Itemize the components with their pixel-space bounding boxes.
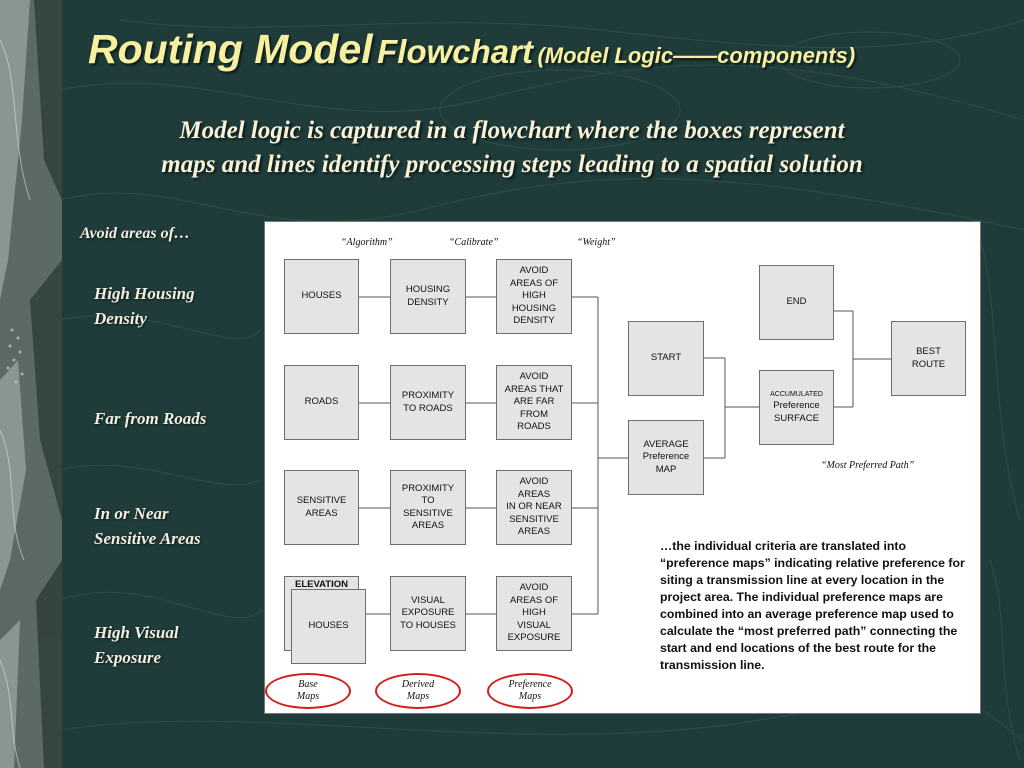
accumulated-surface-label: SURFACE — [774, 412, 819, 424]
sidebar-item-high-housing-density: High Housing Density — [94, 284, 195, 328]
average-preference-map: AVERAGE Preference MAP — [628, 420, 704, 495]
flowchart-panel: “Algorithm” “Calibrate” “Weight” HOUSES … — [264, 221, 981, 714]
base-map-roads: ROADS — [284, 365, 359, 440]
preference-map-sensitive-areas: AVOID AREAS IN OR NEAR SENSITIVE AREAS — [496, 470, 572, 545]
flowchart-connectors — [359, 296, 891, 615]
base-map-houses: HOUSES — [284, 259, 359, 334]
derived-map-proximity-to-roads: PROXIMITY TO ROADS — [390, 365, 466, 440]
title-part-model-logic: (Model Logic——components) — [537, 43, 856, 68]
sidebar-heading: Avoid areas of… — [80, 225, 190, 242]
column-header-algorithm: “Algorithm” — [341, 237, 393, 248]
derived-map-visual-exposure: VISUAL EXPOSURE TO HOUSES — [390, 576, 466, 651]
end-map: END — [759, 265, 834, 340]
preference-map-visual-exposure: AVOID AREAS OF HIGH VISUAL EXPOSURE — [496, 576, 572, 651]
legend-base-maps: Base Maps — [265, 673, 351, 709]
accumulated-preference-surface: ACCUMULATED Preference SURFACE — [759, 370, 834, 445]
base-map-sensitive-areas: SENSITIVE AREAS — [284, 470, 359, 545]
slide-subtitle: Model logic is captured in a flowchart w… — [60, 114, 964, 182]
preference-map-far-from-roads: AVOID AREAS THAT ARE FAR FROM ROADS — [496, 365, 572, 440]
derived-map-housing-density: HOUSING DENSITY — [390, 259, 466, 334]
explanation-note: …the individual criteria are translated … — [660, 539, 965, 672]
sidebar-item-far-from-roads: Far from Roads — [94, 409, 207, 428]
title-part-flowchart: Flowchart — [377, 33, 533, 70]
preference-map-housing-density: AVOID AREAS OF HIGH HOUSING DENSITY — [496, 259, 572, 334]
start-map: START — [628, 321, 704, 396]
left-terrain-strip — [0, 0, 62, 768]
slide-title: Routing Model Flowchart (Model Logic——co… — [88, 26, 988, 73]
column-header-weight: “Weight” — [577, 237, 616, 248]
base-map-houses-overlay: HOUSES — [291, 589, 366, 664]
most-preferred-path-label: “Most Preferred Path” — [821, 460, 915, 471]
legend-derived-maps: Derived Maps — [375, 673, 461, 709]
subtitle-line-2: maps and lines identify processing steps… — [161, 151, 863, 178]
column-header-calibrate: “Calibrate” — [449, 237, 499, 248]
accumulated-label: ACCUMULATED — [770, 391, 823, 398]
derived-map-proximity-to-sensitive-areas: PROXIMITY TO SENSITIVE AREAS — [390, 470, 466, 545]
sidebar-item-sensitive-areas: In or Near Sensitive Areas — [94, 504, 201, 548]
sidebar-item-high-visual-exposure: High Visual Exposure — [94, 623, 179, 667]
subtitle-line-1: Model logic is captured in a flowchart w… — [179, 117, 845, 144]
title-part-routing-model: Routing Model — [88, 26, 373, 72]
accumulated-preference-label: Preference — [773, 400, 820, 411]
legend-preference-maps: Preference Maps — [487, 673, 573, 709]
best-route-map: BEST ROUTE — [891, 321, 966, 396]
